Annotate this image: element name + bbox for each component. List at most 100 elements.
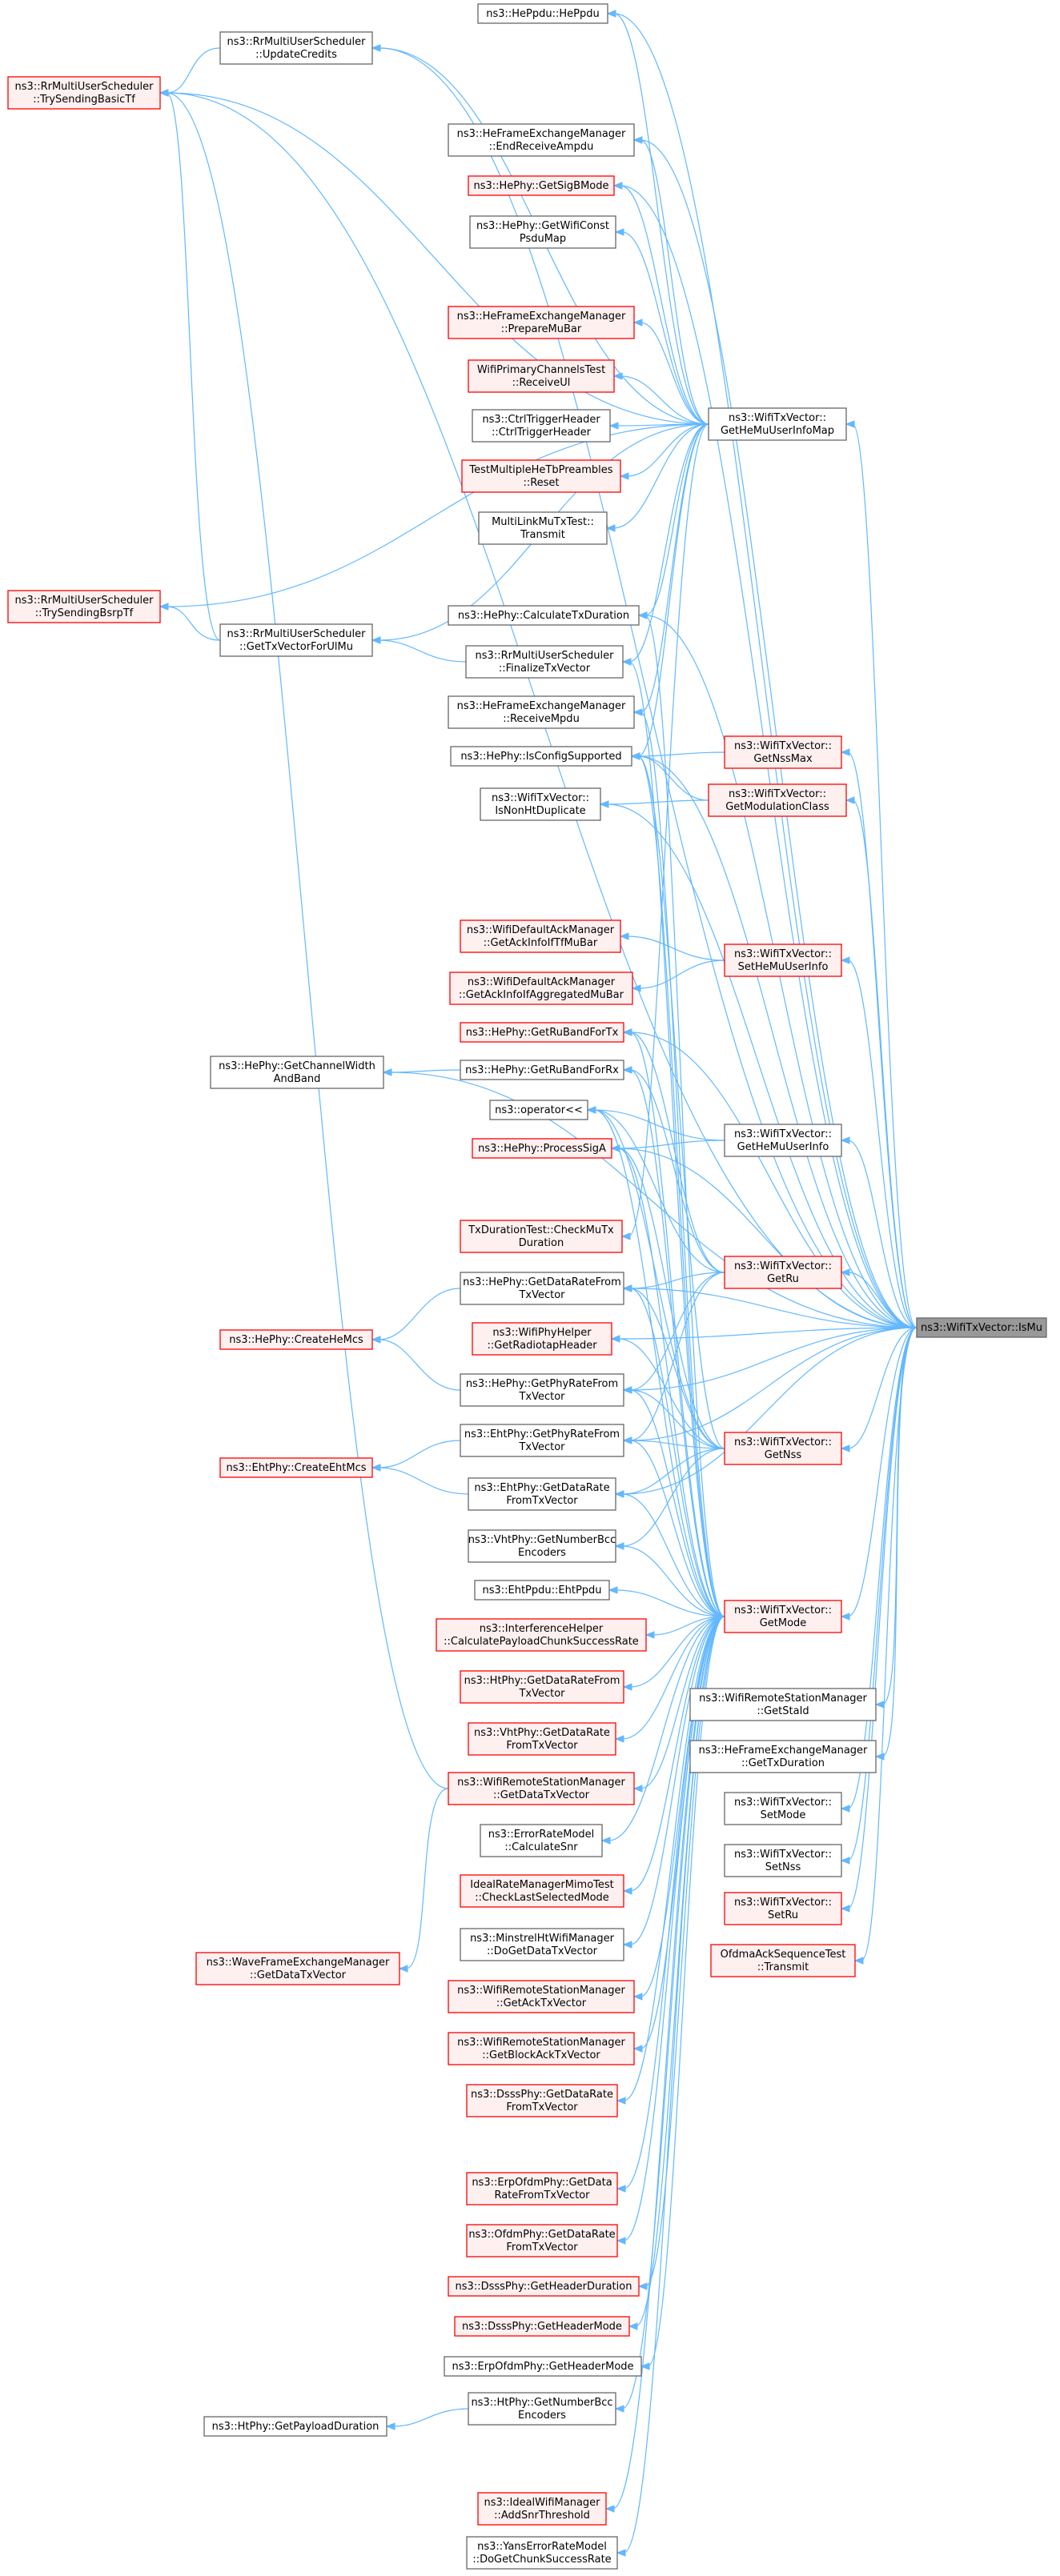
node-get-ack-info-if-aggregated-mu-bar[interactable]: ns3::WifiDefaultAckManager::GetAckInfoIf… <box>449 972 633 1005</box>
node-ofdma-transmit[interactable]: OfdmaAckSequenceTest::Transmit <box>710 1944 856 1977</box>
node-get-ack-tx-vector[interactable]: ns3::WifiRemoteStationManager::GetAckTxV… <box>448 1980 635 2013</box>
node-get-sta-id[interactable]: ns3::WifiRemoteStationManager::GetStaId <box>689 1688 877 1721</box>
node-update-credits[interactable]: ns3::RrMultiUserScheduler::UpdateCredits <box>219 31 373 65</box>
node-create-eht-mcs[interactable]: ns3::EhtPhy::CreateEhtMcs <box>219 1457 373 1478</box>
node-get-sig-bmode[interactable]: ns3::HePhy::GetSigBMode <box>468 175 615 196</box>
node-label-line: ns3::HePhy::GetWifiConst <box>476 220 609 232</box>
node-finalize-tx-vector[interactable]: ns3::RrMultiUserScheduler::FinalizeTxVec… <box>465 645 624 679</box>
node-ctrl-trigger-header[interactable]: ns3::CtrlTriggerHeader::CtrlTriggerHeade… <box>472 409 611 443</box>
node-box <box>468 175 615 196</box>
edge-get-sta-id-to-is-mu <box>874 1327 917 1709</box>
node-try-sending-bsrp-tf[interactable]: ns3::RrMultiUserScheduler::TrySendingBsr… <box>7 590 161 623</box>
node-box <box>468 2392 616 2426</box>
node-get-modulation-class[interactable]: ns3::WifiTxVector::GetModulationClass <box>708 783 847 817</box>
node-is-non-ht-duplicate[interactable]: ns3::WifiTxVector::IsNonHtDuplicate <box>480 787 601 821</box>
node-label-line: ns3::WaveFrameExchangeManager <box>207 1957 390 1969</box>
node-do-get-chunk-success-rate[interactable]: ns3::YansErrorRateModel::DoGetChunkSucce… <box>466 2536 618 2570</box>
node-minstrel-do-get-data-tx-vector[interactable]: ns3::MinstrelHtWifiManager::DoGetDataTxV… <box>460 1928 624 1961</box>
node-box <box>219 1329 373 1350</box>
node-get-tx-duration[interactable]: ns3::HeFrameExchangeManager::GetTxDurati… <box>689 1740 877 1773</box>
node-get-ru[interactable]: ns3::WifiTxVector::GetRu <box>724 1256 842 1289</box>
node-erp-get-header-mode[interactable]: ns3::ErpOfdmPhy::GetHeaderMode <box>444 2356 642 2377</box>
node-set-he-mu-user-info[interactable]: ns3::WifiTxVector::SetHeMuUserInfo <box>724 943 842 977</box>
node-label-line: ::PrepareMuBar <box>501 323 582 335</box>
node-label-line: ns3::HeFrameExchangeManager <box>457 310 626 323</box>
node-calculate-payload-chunk-success-rate[interactable]: ns3::InterferenceHelper::CalculatePayloa… <box>436 1618 647 1652</box>
node-label-line: ns3::DsssPhy::GetDataRate <box>471 2089 613 2101</box>
edge-vht-get-number-bcc-encoders-to-get-nss <box>614 1448 725 1550</box>
edge-vht-get-number-bcc-encoders-to-get-mode <box>614 1542 725 1617</box>
node-check-last-selected-mode[interactable]: IdealRateManagerMimoTest::CheckLastSelec… <box>460 1874 624 1908</box>
node-set-ru[interactable]: ns3::WifiTxVector::SetRu <box>724 1892 842 1925</box>
node-label-line: ::DoGetDataTxVector <box>487 1945 598 1957</box>
node-label-line: ns3::HeFrameExchangeManager <box>699 1745 868 1757</box>
node-box <box>449 972 633 1005</box>
edge-create-eht-mcs-to-eht-get-data-rate-from-tx-vector <box>371 1464 469 1495</box>
node-calculate-snr[interactable]: ns3::ErrorRateModel::CalculateSnr <box>480 1824 603 1857</box>
node-get-he-mu-user-info[interactable]: ns3::WifiTxVector::GetHeMuUserInfo <box>724 1124 842 1157</box>
node-set-mode[interactable]: ns3::WifiTxVector::SetMode <box>724 1792 842 1825</box>
node-he-ppdu[interactable]: ns3::HePpdu::HePpdu <box>477 3 608 24</box>
node-tb-reset[interactable]: TestMultipleHeTbPreambles::Reset <box>461 459 621 493</box>
node-get-he-mu-user-info-map[interactable]: ns3::WifiTxVector::GetHeMuUserInfoMap <box>708 407 847 441</box>
node-try-sending-basic-tf[interactable]: ns3::RrMultiUserScheduler::TrySendingBas… <box>7 76 161 110</box>
edge-dsss-get-header-mode-to-get-mode <box>628 1616 725 2330</box>
node-get-ru-band-for-rx[interactable]: ns3::HePhy::GetRuBandForRx <box>460 1060 624 1080</box>
node-ht-get-payload-duration[interactable]: ns3::HtPhy::GetPayloadDuration <box>203 2416 387 2437</box>
node-calculate-tx-duration[interactable]: ns3::HePhy::CalculateTxDuration <box>448 605 640 626</box>
node-rsm-get-data-tx-vector[interactable]: ns3::WifiRemoteStationManager::GetDataTx… <box>448 1772 635 1805</box>
node-box <box>480 787 601 821</box>
node-label-line: ns3::WifiTxVector:: <box>734 1128 832 1140</box>
edge-is-non-ht-duplicate-to-is-mu <box>599 800 917 1328</box>
node-get-nss[interactable]: ns3::WifiTxVector::GetNss <box>724 1432 842 1465</box>
node-get-nss-max[interactable]: ns3::WifiTxVector::GetNssMax <box>724 735 842 769</box>
node-box <box>460 1424 624 1457</box>
edge-get-radiotap-header-to-get-nss <box>610 1335 725 1449</box>
node-label-line: ns3::HePhy::ProcessSigA <box>478 1143 606 1155</box>
node-is-config-supported[interactable]: ns3::HePhy::IsConfigSupported <box>450 746 632 767</box>
node-get-ru-band-for-tx[interactable]: ns3::HePhy::GetRuBandForTx <box>460 1022 624 1043</box>
node-end-receive-ampdu[interactable]: ns3::HeFrameExchangeManager::EndReceiveA… <box>448 123 635 157</box>
node-get-ack-info-if-tf-mu-bar[interactable]: ns3::WifiDefaultAckManager::GetAckInfoIf… <box>460 919 621 953</box>
node-get-mode[interactable]: ns3::WifiTxVector::GetMode <box>724 1600 842 1633</box>
node-prepare-mu-bar[interactable]: ns3::HeFrameExchangeManager::PrepareMuBa… <box>448 306 635 339</box>
node-multi-link-transmit[interactable]: MultiLinkMuTxTest::Transmit <box>478 511 608 545</box>
node-get-tx-vector-for-ul-mu[interactable]: ns3::RrMultiUserScheduler::GetTxVectorFo… <box>219 623 373 657</box>
node-label-line: FromTxVector <box>506 2101 578 2113</box>
node-receive-ul[interactable]: WifiPrimaryChannelsTest::ReceiveUl <box>468 359 615 393</box>
node-label-line: ns3::WifiTxVector:: <box>729 412 826 424</box>
node-operator-lt-lt[interactable]: ns3::operator<< <box>489 1100 588 1120</box>
node-label-line: ns3::WifiTxVector:: <box>734 740 832 752</box>
node-label-line: FromTxVector <box>506 2241 578 2253</box>
node-receive-mpdu[interactable]: ns3::HeFrameExchangeManager::ReceiveMpdu <box>448 695 635 729</box>
node-label-line: MultiLinkMuTxTest:: <box>492 516 594 528</box>
node-label-line: ns3::operator<< <box>495 1104 583 1116</box>
node-set-nss[interactable]: ns3::WifiTxVector::SetNss <box>724 1844 842 1877</box>
node-get-radiotap-header[interactable]: ns3::WifiPhyHelper::GetRadiotapHeader <box>472 1322 612 1356</box>
node-dsss-get-header-duration[interactable]: ns3::DsssPhy::GetHeaderDuration <box>448 2276 640 2297</box>
node-get-block-ack-tx-vector[interactable]: ns3::WifiRemoteStationManager::GetBlockA… <box>448 2032 635 2065</box>
node-label-line: ns3::IdealWifiManager <box>484 2497 600 2509</box>
node-eht-ppdu[interactable]: ns3::EhtPpdu::EhtPpdu <box>474 1580 610 1600</box>
node-create-he-mcs[interactable]: ns3::HePhy::CreateHeMcs <box>219 1329 373 1350</box>
node-wave-get-data-tx-vector[interactable]: ns3::WaveFrameExchangeManager::GetDataTx… <box>195 1952 400 1985</box>
node-label-line: ::ReceiveUl <box>512 377 571 389</box>
node-box <box>466 2084 618 2117</box>
node-add-snr-threshold[interactable]: ns3::IdealWifiManager::AddSnrThreshold <box>477 2492 607 2526</box>
node-dsss-get-header-mode[interactable]: ns3::DsssPhy::GetHeaderMode <box>454 2316 630 2337</box>
node-process-sig-a[interactable]: ns3::HePhy::ProcessSigA <box>472 1138 612 1159</box>
